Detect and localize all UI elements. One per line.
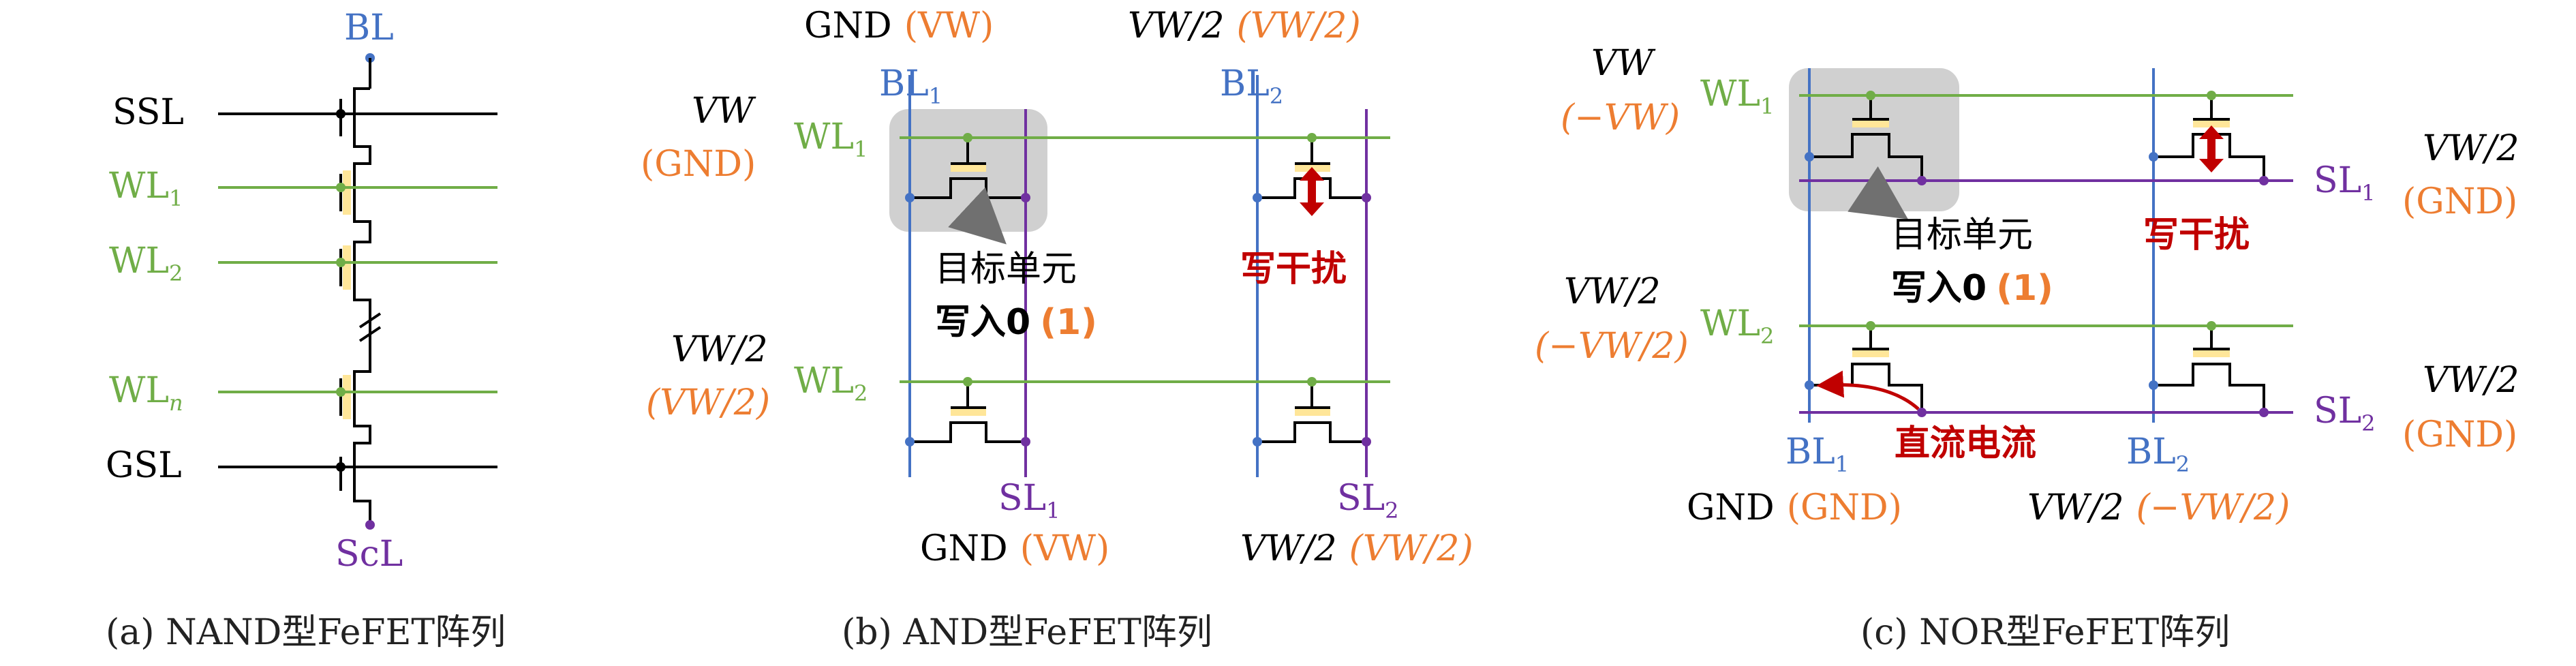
- panel-a-scl-label: ScL: [335, 534, 403, 575]
- panel-b-target-line1: 目标单元: [935, 249, 1077, 290]
- panel-a-bl-label: BL: [344, 7, 394, 48]
- panel-c-wl1-voltage-paren: (−VW): [1561, 97, 1680, 138]
- panel-b-bottom-right-voltage: VW/2(VW/2): [1240, 528, 1473, 569]
- panel-b-and: GND(VW) VW/2(VW/2) BL1 BL2 VW (GND) WL1 …: [641, 5, 1473, 653]
- panel-a-wl2-node: [336, 258, 346, 267]
- panel-a-wln-label: WLn: [109, 370, 183, 416]
- panel-c-sl1-label: SL1: [2314, 160, 2376, 206]
- panel-c-target-line2: 写入0(1): [1891, 268, 2053, 309]
- panel-b-wl1-voltage-paren: (GND): [641, 144, 756, 185]
- panel-a-wl2-label: WL2: [109, 241, 183, 286]
- panel-c-bottom-left-voltage: GND(GND): [1687, 487, 1902, 528]
- panel-b-target-line2: 写入0(1): [935, 302, 1097, 343]
- panel-b-bottom-left-voltage: GND(VW): [920, 528, 1109, 569]
- panel-b-bl2-label: BL2: [1220, 63, 1283, 109]
- panel-b-wl2-voltage-paren: (VW/2): [646, 382, 770, 423]
- panel-a-ssl-label: SSL: [112, 92, 184, 133]
- panel-b-sl1-label: SL1: [998, 478, 1060, 524]
- panel-c-sl1-voltage-paren: (GND): [2402, 181, 2517, 222]
- panel-c-wl1-voltage: VW: [1591, 43, 1656, 84]
- panel-c-wl1-label: WL1: [1700, 74, 1774, 119]
- panel-c-dc-current-arrow: [1816, 370, 1920, 410]
- panel-a-scl-terminal: [365, 520, 375, 530]
- panel-c-wl2-voltage-paren: (−VW/2): [1535, 326, 1689, 367]
- panel-c-cell-12: [2149, 91, 2269, 185]
- panel-c-disturb-label: 写干扰: [2143, 215, 2250, 256]
- panel-c-sl2-voltage-paren: (GND): [2402, 414, 2517, 455]
- panel-b-sl2-label: SL2: [1337, 478, 1399, 524]
- panel-a-caption: (a) NAND型FeFET阵列: [106, 612, 506, 653]
- panel-c-bottom-right-voltage: VW/2(−VW/2): [2027, 487, 2290, 528]
- panel-a-wln-node: [336, 387, 346, 397]
- panel-c-sl1-voltage: VW/2: [2423, 128, 2519, 169]
- panel-c-bl2-label: BL2: [2126, 432, 2190, 477]
- panel-a-ssl-node: [336, 109, 346, 119]
- panel-b-wl1-label: WL1: [794, 117, 868, 162]
- panel-c-sl2-label: SL2: [2314, 391, 2376, 436]
- panel-a-break: [358, 312, 382, 342]
- panel-c-target-line1: 目标单元: [1891, 215, 2033, 256]
- panel-b-caption: (b) AND型FeFET阵列: [842, 612, 1212, 653]
- panel-c-cell-11: [1805, 91, 1927, 185]
- panel-a-gsl-node: [336, 462, 346, 472]
- panel-b-cell-22: [1253, 377, 1371, 446]
- panel-c-target-arrow: [1847, 166, 1908, 220]
- panel-c-wl2-voltage: VW/2: [1564, 271, 1661, 312]
- panel-c-bl1-label: BL1: [1785, 432, 1849, 477]
- panel-b-disturb-label: 写干扰: [1240, 249, 1347, 290]
- panel-b-wl2-voltage: VW/2: [671, 329, 768, 370]
- panel-b-top-right-voltage: VW/2(VW/2): [1128, 5, 1361, 46]
- panel-a-wl1-label: WL1: [109, 166, 183, 211]
- panel-c-nor: VW (−VW) WL1 VW/2 (−VW/2) WL2: [1535, 43, 2519, 653]
- panel-b-wl2-label: WL2: [794, 361, 868, 406]
- panel-c-disturb-arrow: [2199, 125, 2224, 172]
- panel-c-dc-current-label: 直流电流: [1895, 423, 2036, 464]
- panel-c-sl2-voltage: VW/2: [2423, 360, 2519, 401]
- panel-c-cell-22: [2149, 321, 2269, 417]
- panel-b-cell-21: [905, 377, 1030, 446]
- panel-c-wl2-label: WL2: [1700, 303, 1774, 349]
- panel-a-nand: BL SSL: [106, 7, 506, 653]
- panel-b-disturb-arrow: [1300, 167, 1324, 216]
- panel-a-ferro-layers: [343, 170, 351, 419]
- panel-b-bl1-label: BL1: [879, 63, 942, 109]
- panel-b-target-arrow: [948, 187, 1007, 245]
- panel-a-gsl-label: GSL: [106, 445, 182, 486]
- panel-b-wl1-voltage: VW: [692, 91, 756, 132]
- panel-c-caption: (c) NOR型FeFET阵列: [1860, 612, 2230, 653]
- panel-a-wl1-node: [336, 183, 346, 192]
- panel-c-target-highlight: [1789, 68, 1959, 211]
- panel-b-top-left-voltage: GND(VW): [804, 5, 994, 46]
